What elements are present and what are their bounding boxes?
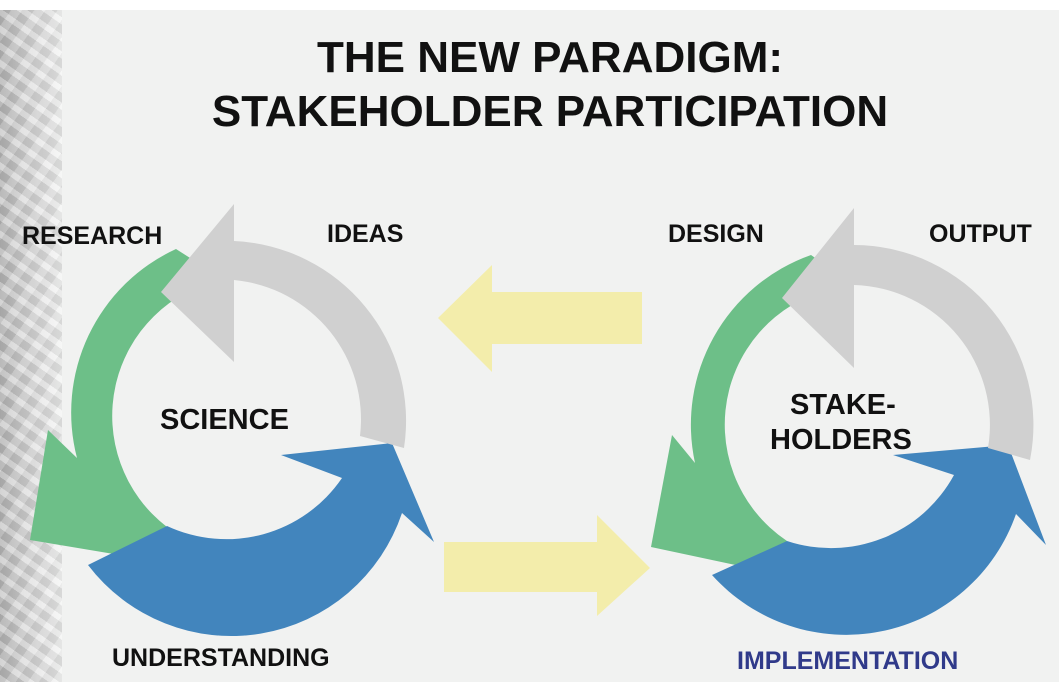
label-design: DESIGN [668, 220, 764, 248]
science-cycle [30, 204, 434, 637]
stakeholders-cycle [651, 208, 1046, 635]
right-green-arrow [651, 255, 854, 572]
top-band [0, 0, 1059, 10]
right-gray-arrow [782, 208, 1034, 460]
label-stakeholders-line-1: STAKE- [790, 389, 896, 421]
label-understanding: UNDERSTANDING [112, 644, 330, 672]
left-green-arrow [30, 249, 223, 559]
title-line-2: STAKEHOLDER PARTICIPATION [211, 87, 889, 136]
label-output: OUTPUT [929, 220, 1032, 248]
label-stakeholders-line-2: HOLDERS [770, 424, 912, 456]
left-blue-arrow [88, 443, 434, 637]
label-ideas: IDEAS [327, 220, 404, 248]
feedback-arrow-left [438, 265, 642, 372]
title-line-1: THE NEW PARADIGM: [316, 33, 784, 82]
flow-arrow-right [444, 515, 650, 616]
label-science: SCIENCE [160, 404, 289, 436]
right-blue-arrow [712, 445, 1046, 635]
rock-texture-strip [0, 0, 62, 682]
label-implementation: IMPLEMENTATION [737, 647, 959, 675]
label-research: RESEARCH [22, 222, 163, 250]
left-gray-arrow [161, 204, 407, 448]
